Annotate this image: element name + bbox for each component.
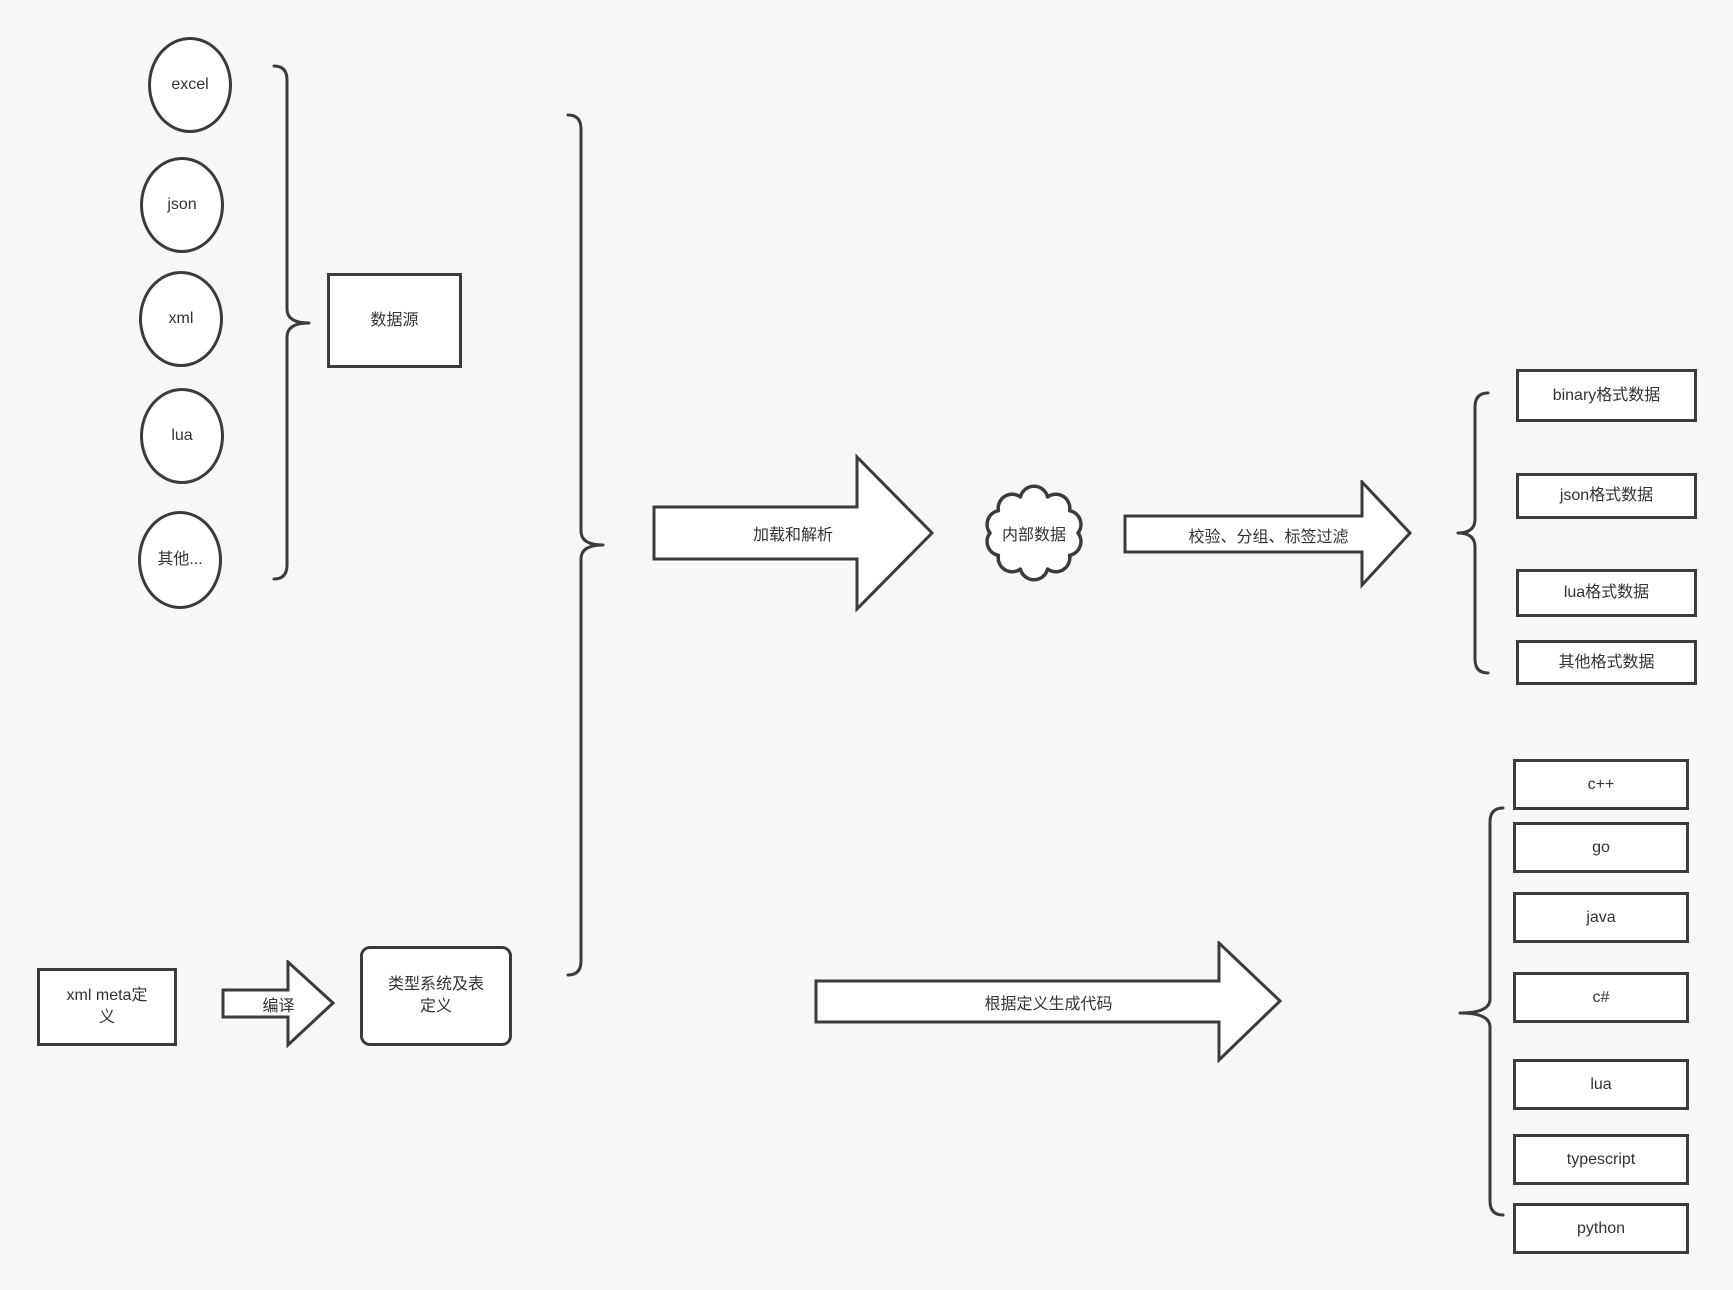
language-box-go: go [1513, 822, 1689, 873]
format-box-label: json格式数据 [1559, 487, 1654, 505]
source-node-xml: xml [139, 271, 223, 367]
language-box-csharp: c# [1513, 972, 1689, 1023]
source-node-json: json [140, 157, 224, 253]
format-box-label: 其他格式数据 [1558, 653, 1655, 671]
language-box-label: typescript [1566, 1150, 1636, 1168]
language-box-java: java [1513, 892, 1689, 943]
language-box-python: python [1513, 1203, 1689, 1254]
language-box-label: lua [1590, 1075, 1612, 1093]
language-box-label: go [1592, 838, 1610, 856]
languages-brace [1452, 800, 1505, 1222]
language-box-label: c# [1592, 988, 1610, 1006]
cloud-shape [985, 484, 1083, 582]
source-node-label: 其他... [157, 551, 203, 569]
language-box-typescript: typescript [1513, 1134, 1689, 1185]
right-arrow-shape [1123, 478, 1413, 589]
source-node-label: excel [171, 76, 209, 94]
right-arrow-shape [814, 939, 1283, 1064]
format-box-lua: lua格式数据 [1516, 569, 1697, 617]
xml-meta-box: xml meta定义 [37, 968, 177, 1046]
load-parse-arrow: 加载和解析 [650, 453, 936, 613]
type-system-box: 类型系统及表定义 [360, 946, 512, 1046]
data-source-label: 数据源 [370, 311, 419, 329]
right-arrow-shape [652, 453, 935, 613]
language-box-lua: lua [1513, 1059, 1689, 1110]
internal-data-cloud: 内部数据 [978, 481, 1090, 585]
type-system-label: 类型系统及表定义 [387, 976, 484, 1015]
format-box-label: binary格式数据 [1552, 386, 1661, 404]
sources-brace [270, 60, 315, 585]
source-node-label: lua [171, 427, 193, 445]
format-box-json: json格式数据 [1516, 473, 1697, 519]
language-box-label: c++ [1587, 775, 1615, 793]
format-box-binary: binary格式数据 [1516, 369, 1697, 422]
language-box-label: python [1576, 1219, 1626, 1237]
language-box-label: java [1586, 908, 1616, 926]
language-box-cpp: c++ [1513, 759, 1689, 810]
codegen-arrow: 根据定义生成代码 [814, 939, 1283, 1064]
format-box-other: 其他格式数据 [1516, 640, 1697, 685]
filter-arrow: 校验、分组、标签过滤 [1123, 478, 1414, 589]
compile-arrow: 编译 [221, 958, 336, 1049]
data-source-box: 数据源 [327, 273, 462, 368]
source-node-label: json [167, 196, 197, 214]
format-box-label: lua格式数据 [1563, 584, 1650, 602]
formats-brace [1452, 386, 1494, 680]
xml-meta-label: xml meta定义 [66, 987, 148, 1026]
source-node-other: 其他... [138, 511, 222, 609]
source-node-excel: excel [148, 37, 232, 133]
pipeline-brace [565, 108, 610, 983]
right-arrow-shape [221, 958, 336, 1049]
source-node-label: xml [168, 310, 194, 328]
source-node-lua: lua [140, 388, 224, 484]
